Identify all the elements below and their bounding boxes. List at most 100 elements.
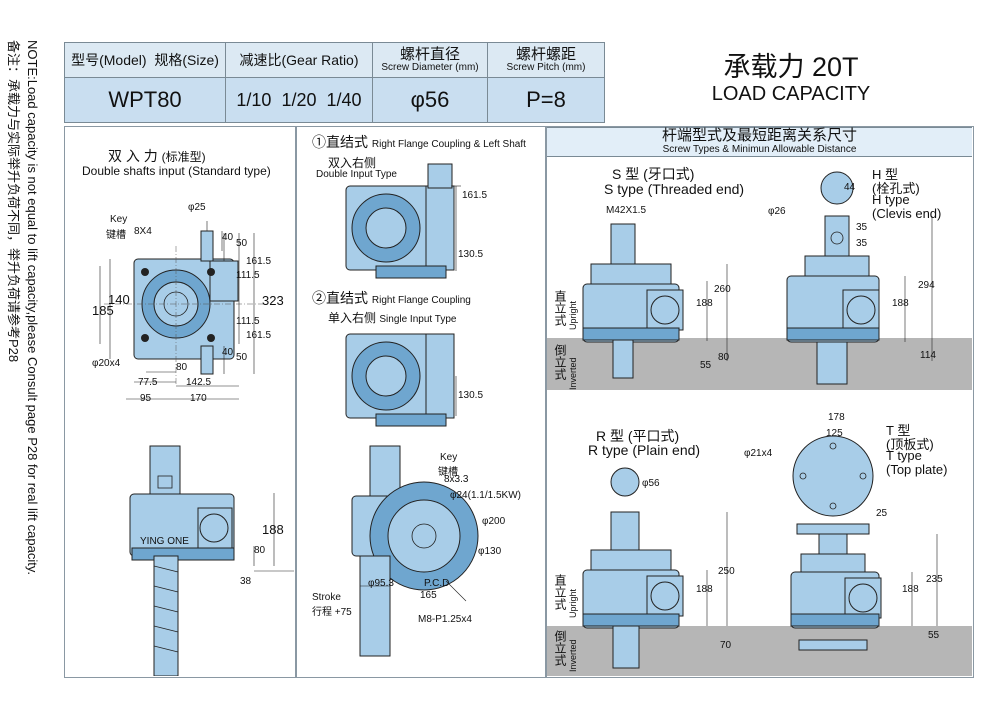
t-type-d235: 235 — [926, 574, 943, 585]
d20x4-label: φ20x4 — [92, 358, 121, 369]
inverted-cn-1: 倒立式 — [553, 344, 567, 380]
ratio-3: 1/40 — [326, 89, 362, 110]
d40a-label: 40 — [222, 232, 234, 243]
model-value: WPT80 — [64, 77, 226, 123]
flange1-sub-cn: 双入右侧 — [328, 156, 377, 170]
ratio-values: 1/10 1/20 1/40 — [225, 77, 373, 123]
flange-key-size: 8x3.3 — [444, 474, 469, 485]
d80b-label: 80 — [254, 545, 266, 556]
d40b-label: 40 — [222, 347, 234, 358]
s-type-d55: 55 — [700, 360, 712, 371]
flange1-title-cn: ①直结式 — [312, 134, 368, 150]
flange1-title: ①直结式 Right Flange Coupling & Left Shaft — [312, 132, 526, 152]
diameter-header-cn: 螺杆直径 — [399, 46, 460, 63]
double-shaft-drawing — [99, 221, 294, 676]
h-type-d35a: 35 — [856, 222, 868, 233]
flange-pcd-value: 165 — [420, 590, 437, 601]
d80-label: 80 — [176, 362, 188, 373]
d50a-label: 50 — [236, 238, 248, 249]
screw-types-header-en: Screw Types & Minimun Allowable Distance — [662, 144, 857, 155]
d1615a-label: 161.5 — [246, 256, 272, 267]
double-shaft-title-en: Double shafts input (Standard type) — [82, 164, 271, 178]
diameter-header-en: Screw Diameter (mm) — [381, 62, 479, 73]
screw-types-header: 杆端型式及最短距离关系尺寸 Screw Types & Minimun Allo… — [547, 127, 972, 157]
h-type-d294: 294 — [918, 280, 935, 291]
flange2-d1305: 130.5 — [458, 390, 484, 401]
h-type-title-cn: H 型 — [872, 167, 899, 182]
key-label-en: Key — [110, 214, 128, 225]
ratio-1: 1/10 — [236, 89, 272, 110]
flange2-title: ②直结式 Right Flange Coupling — [312, 288, 471, 308]
pitch-header-cn: 螺杆螺距 — [515, 46, 576, 63]
h-type-title-en2: (Clevis end) — [872, 206, 942, 221]
t-type-d125: 125 — [826, 428, 843, 439]
stroke-en: Stroke — [312, 592, 341, 603]
brand-logo-1: YING ONE — [140, 536, 189, 547]
flange-d200: φ200 — [482, 516, 506, 527]
flange1-d1615: 161.5 — [462, 190, 488, 201]
r-type-d70: 70 — [720, 640, 732, 651]
s-type-d188: 188 — [696, 298, 713, 309]
r-type-title-cn: R 型 (平口式) — [596, 428, 680, 444]
diameter-value: φ56 — [372, 77, 488, 123]
pitch-header-en: Screw Pitch (mm) — [506, 62, 586, 73]
d95-label: 95 — [140, 393, 152, 404]
side-note-cn: 备注：承载力与实际举升负荷不同，举升负荷请参考P28 — [6, 40, 21, 363]
side-note-en: NOTE:Load capacity is not equal to lift … — [25, 40, 40, 575]
flange1-title-en: Right Flange Coupling & Left Shaft — [371, 139, 526, 150]
h-type-d188: 188 — [892, 298, 909, 309]
t-type-title-cn2: (顶板式) — [886, 437, 934, 452]
upright-cn-2: 直立式 — [553, 574, 567, 610]
d1115a-label: 111.5 — [236, 270, 260, 281]
r-type-d250: 250 — [718, 566, 735, 577]
flange2-sub: 单入右侧 Single Input Type — [328, 309, 456, 326]
t-type-d21x4: φ21x4 — [744, 448, 773, 459]
key-label-cn: 键槽 — [106, 230, 126, 241]
d1615b-label: 161.5 — [246, 330, 272, 341]
flange-d24: φ24(1.1/1.5KW) — [450, 490, 521, 501]
flange-d953: φ95.3 — [368, 578, 394, 589]
d50b-label: 50 — [236, 352, 248, 363]
screw-types-header-cn: 杆端型式及最短距离关系尺寸 — [661, 127, 857, 144]
h-type-d26: φ26 — [768, 206, 786, 217]
pitch-value: P=8 — [487, 77, 605, 123]
r-type-d56: φ56 — [642, 478, 660, 489]
s-type-title-en: S type (Threaded end) — [604, 181, 745, 197]
double-shaft-title: 双 入 力 (标准型) — [108, 146, 206, 166]
diameter-header: 螺杆直径 Screw Diameter (mm) — [372, 42, 488, 78]
flange1-d1305: 130.5 — [458, 249, 484, 260]
ratio-header: 减速比(Gear Ratio) — [225, 42, 373, 78]
screw-types-drawing — [582, 171, 938, 669]
load-capacity-en: LOAD CAPACITY — [711, 83, 871, 105]
d188-label: 188 — [262, 522, 284, 537]
flange2-sub-cn: 单入右侧 — [328, 311, 377, 325]
flange2-title-cn: ②直结式 — [312, 290, 368, 306]
size-header-label: 规格(Size) — [154, 52, 219, 68]
double-shaft-title-tag: (标准型) — [161, 150, 206, 164]
load-capacity: 承载力 20T LOAD CAPACITY — [610, 46, 972, 118]
t-type-title-en: T type — [886, 448, 922, 463]
d775-label: 77.5 — [138, 377, 158, 388]
t-type-d188: 188 — [902, 584, 919, 595]
h-type-title-en: H type — [872, 192, 910, 207]
d185-label: 185 — [92, 303, 114, 318]
t-type-title-cn: T 型 — [886, 423, 911, 438]
d323-label: 323 — [262, 293, 284, 308]
h-type-d35b: 35 — [856, 238, 868, 249]
d38-label: 38 — [240, 576, 252, 587]
inverted-cn-2: 倒立式 — [553, 630, 567, 666]
key-size: 8X4 — [134, 226, 152, 237]
d1425-label: 142.5 — [186, 377, 212, 388]
side-note: 备注：承载力与实际举升负荷不同，举升负荷请参考P28 NOTE:Load cap… — [4, 40, 40, 680]
r-type-title-en: R type (Plain end) — [588, 442, 701, 458]
load-capacity-cn: 承载力 20T — [723, 52, 859, 82]
s-type-d260: 260 — [714, 284, 731, 295]
flange-key-cn: 键槽 — [438, 467, 458, 478]
t-type-d55: 55 — [928, 630, 940, 641]
d25-label: φ25 — [188, 202, 206, 213]
spec-table: 型号(Model) 规格(Size) 减速比(Gear Ratio) 螺杆直径 … — [64, 42, 605, 123]
flange1-sub-en: Double Input Type — [316, 169, 397, 180]
flange2-title-en: Right Flange Coupling — [371, 295, 471, 306]
pitch-header: 螺杆螺距 Screw Pitch (mm) — [487, 42, 605, 78]
s-type-d80: 80 — [718, 352, 730, 363]
